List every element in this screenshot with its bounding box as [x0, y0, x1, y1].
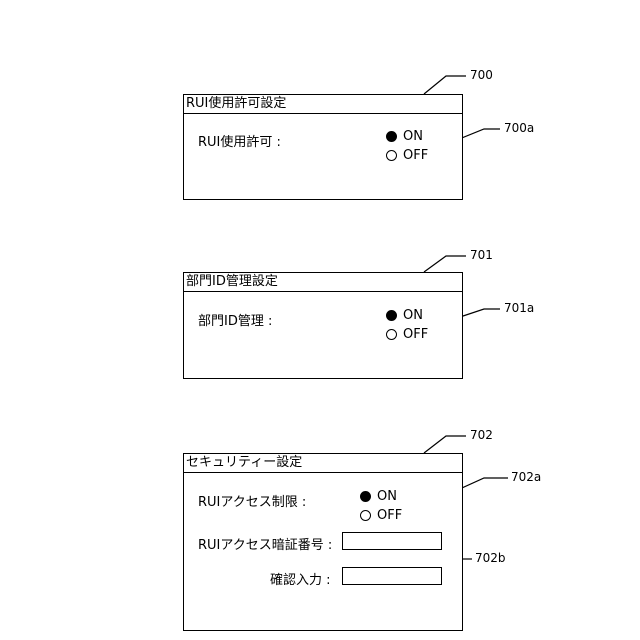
radio-option-off[interactable]: OFF [386, 325, 428, 344]
panel-title: セキュリティー設定 [184, 454, 462, 473]
reference-label-700: 700 [470, 68, 493, 82]
panel-title: 部門ID管理設定 [184, 273, 462, 292]
reference-label-700a: 700a [504, 121, 534, 135]
radio-selected-icon[interactable] [386, 310, 397, 321]
radio-option-off[interactable]: OFF [386, 146, 428, 165]
panel-title: RUI使用許可設定 [184, 95, 462, 114]
rui-access-restriction-label: RUIアクセス制限 : [198, 491, 306, 510]
radio-label-on: ON [403, 306, 423, 325]
leader-line-701 [424, 256, 466, 272]
radio-label-on: ON [377, 487, 397, 506]
radio-option-on[interactable]: ON [386, 306, 428, 325]
leader-line-702 [424, 436, 466, 453]
radio-selected-icon[interactable] [386, 131, 397, 142]
rui-permission-label: RUI使用許可 : [198, 131, 281, 150]
reference-label-702: 702 [470, 428, 493, 442]
pin-confirm-input[interactable] [342, 567, 442, 585]
rui-access-pin-input[interactable] [342, 532, 442, 550]
reference-label-702b: 702b [475, 551, 506, 565]
radio-unselected-icon[interactable] [386, 329, 397, 340]
reference-label-702a: 702a [511, 470, 541, 484]
radio-unselected-icon[interactable] [360, 510, 371, 521]
pin-confirm-label: 確認入力 : [270, 569, 331, 588]
radio-selected-icon[interactable] [360, 491, 371, 502]
department-id-radio-group: ON OFF [386, 306, 428, 344]
radio-label-off: OFF [377, 506, 402, 525]
reference-label-701: 701 [470, 248, 493, 262]
leader-line-700 [424, 76, 466, 94]
reference-label-701a: 701a [504, 301, 534, 315]
department-id-settings-panel: 部門ID管理設定 部門ID管理 : ON OFF [183, 272, 463, 379]
rui-permission-settings-panel: RUI使用許可設定 RUI使用許可 : ON OFF [183, 94, 463, 200]
radio-label-on: ON [403, 127, 423, 146]
rui-access-pin-label: RUIアクセス暗証番号 : [198, 534, 332, 553]
rui-permission-radio-group: ON OFF [386, 127, 428, 165]
radio-unselected-icon[interactable] [386, 150, 397, 161]
department-id-label: 部門ID管理 : [198, 310, 272, 329]
radio-label-off: OFF [403, 325, 428, 344]
radio-option-off[interactable]: OFF [360, 506, 402, 525]
radio-label-off: OFF [403, 146, 428, 165]
security-settings-panel: セキュリティー設定 RUIアクセス制限 : ON OFF RUIアクセス暗証番号… [183, 453, 463, 631]
radio-option-on[interactable]: ON [360, 487, 402, 506]
radio-option-on[interactable]: ON [386, 127, 428, 146]
rui-access-restriction-radio-group: ON OFF [360, 487, 402, 525]
